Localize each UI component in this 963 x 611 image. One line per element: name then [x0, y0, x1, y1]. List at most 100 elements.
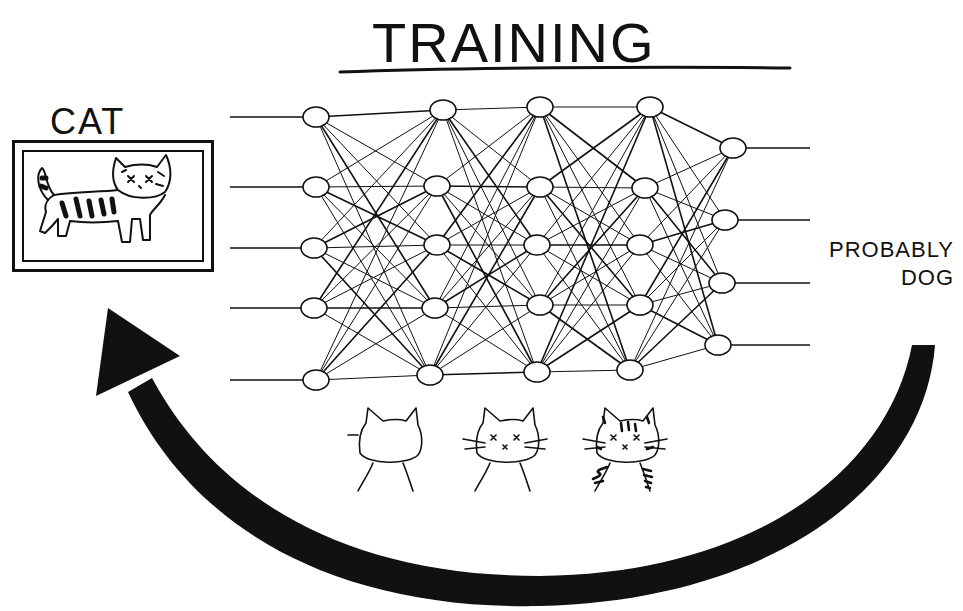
arrow-body — [128, 345, 935, 606]
neck-lines — [475, 463, 530, 491]
input-line — [230, 116, 303, 118]
neuron — [527, 177, 553, 197]
diagram-title: TRAINING — [372, 15, 656, 71]
network-weight — [537, 107, 650, 245]
network-weight — [645, 148, 733, 188]
cat-head — [113, 155, 170, 198]
neuron — [709, 273, 735, 293]
cat-body-stripes — [41, 178, 114, 216]
network-weight — [443, 110, 540, 187]
network-weight — [540, 305, 630, 370]
neuron — [712, 210, 738, 230]
cat-heads — [348, 408, 667, 491]
network-weight — [650, 107, 725, 220]
neuron — [617, 360, 643, 380]
picture-frame-inner — [22, 150, 204, 262]
cat-head-stripes — [122, 170, 164, 186]
network-weight — [540, 107, 650, 108]
neuron — [430, 100, 456, 120]
network-weight — [430, 372, 537, 375]
network-weight — [437, 107, 540, 186]
cat-face — [128, 176, 152, 188]
network-weight — [640, 305, 718, 345]
network-weight — [316, 308, 435, 380]
network-weight — [430, 305, 540, 375]
network-weight — [314, 110, 443, 248]
network-weight — [316, 186, 437, 380]
network-weight — [540, 305, 640, 306]
network-weight — [540, 245, 640, 305]
neuron — [637, 97, 663, 117]
network-weight — [316, 110, 443, 187]
network-weight — [540, 107, 650, 305]
neuron — [527, 97, 553, 117]
network-weight — [537, 370, 630, 372]
network-weight — [650, 107, 718, 345]
neuron — [303, 370, 329, 390]
picture-heading: CAT — [12, 104, 214, 140]
head-outline — [476, 408, 538, 462]
neuron — [424, 176, 450, 196]
neuron — [301, 238, 327, 258]
network-weight — [316, 110, 443, 117]
neuron — [422, 298, 448, 318]
network-weight — [316, 186, 437, 187]
neuron — [524, 362, 550, 382]
neuron — [720, 138, 746, 158]
output-line — [738, 219, 810, 221]
network-weight — [314, 110, 443, 308]
output-label: PROBABLY DOG — [806, 236, 954, 292]
network-weight — [314, 186, 437, 248]
network-weight — [537, 244, 640, 246]
neuron — [632, 178, 658, 198]
network-weight — [316, 375, 430, 380]
network-weight — [540, 107, 630, 370]
output-line — [746, 147, 810, 149]
feedback-arrow — [96, 308, 935, 606]
network-weight — [437, 186, 540, 187]
neck-lines — [348, 435, 413, 491]
input-line — [230, 307, 301, 309]
output-line — [731, 344, 810, 346]
network-weight — [630, 345, 718, 370]
neuron — [627, 295, 653, 315]
network-weight — [537, 245, 640, 305]
network-weight — [430, 187, 540, 375]
network-weight — [443, 107, 540, 110]
neuron — [301, 298, 327, 318]
picture-frame — [12, 140, 214, 272]
fur-stripes — [593, 417, 653, 488]
neural-network — [230, 97, 810, 390]
neuron — [303, 107, 329, 127]
network-weight — [314, 186, 437, 308]
neuron — [303, 177, 329, 197]
network-weight — [650, 107, 733, 148]
cat-picture — [38, 155, 170, 242]
cat-back — [54, 190, 118, 195]
network-weight — [645, 188, 722, 283]
input-line — [230, 379, 303, 381]
network-weight — [537, 188, 645, 372]
neuron — [424, 235, 450, 255]
network-weight — [437, 245, 537, 246]
input-line — [230, 186, 303, 188]
neuron — [524, 235, 550, 255]
network-weight — [437, 245, 537, 372]
neuron — [527, 295, 553, 315]
cat-head-outline — [348, 408, 422, 491]
network-weight — [316, 245, 437, 380]
network-weight — [437, 187, 540, 245]
network-weight — [437, 107, 540, 245]
neuron — [417, 365, 443, 385]
face-whiskers — [463, 435, 547, 449]
output-line — [735, 282, 810, 284]
cat-head-striped — [583, 408, 667, 491]
head-outline — [359, 408, 421, 462]
arrow-head — [96, 308, 180, 396]
network-weight — [435, 245, 537, 308]
network-weight — [630, 148, 733, 370]
network-weight — [443, 110, 540, 305]
